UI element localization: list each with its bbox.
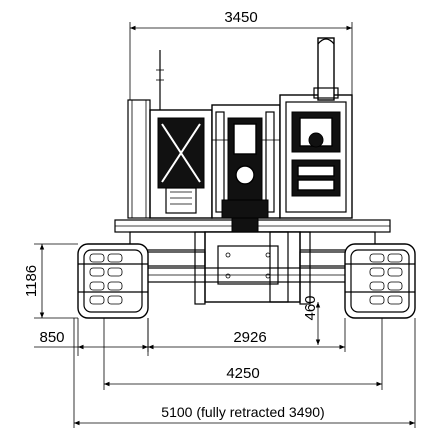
- dim-label-3450: 3450: [224, 9, 257, 26]
- dimension-3450: 3450: [129, 9, 353, 100]
- dim-label-1186: 1186: [23, 265, 40, 297]
- dimension-4250: 4250: [103, 318, 383, 390]
- dim-label-4250: 4250: [226, 365, 259, 382]
- right-track: [344, 243, 416, 319]
- dim-label-460: 460: [302, 295, 319, 320]
- dimension-460: 460: [302, 295, 321, 345]
- dim-label-850: 850: [39, 329, 64, 346]
- dim-label-5100: 5100 (fully retracted 3490): [161, 404, 324, 420]
- dim-label-2926: 2926: [233, 329, 266, 346]
- dimension-2926: 2926: [147, 318, 346, 352]
- dimension-850: 850: [34, 318, 149, 356]
- dimension-1186: 1186: [23, 243, 78, 319]
- left-track: [77, 243, 149, 319]
- machine-body: [114, 37, 391, 305]
- dimension-5100: 5100 (fully retracted 3490): [73, 318, 416, 428]
